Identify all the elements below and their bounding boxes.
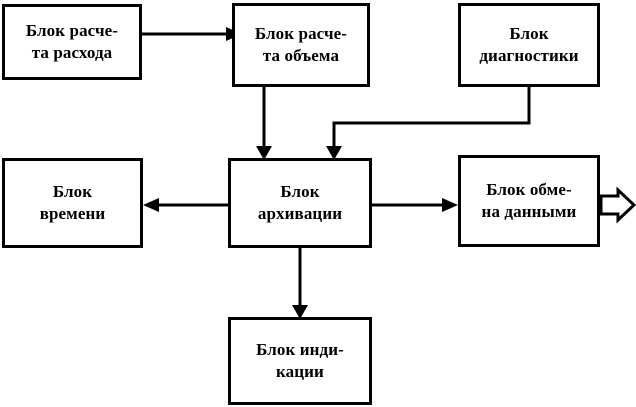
block-diagnostics-label: Блок диагностики [479,24,579,65]
block-volume-calculation[interactable]: Блок расче- та объема [232,3,370,87]
block-time-label: Блок времени [39,182,106,223]
connector-data-exchange-output [599,186,636,224]
block-data-exchange[interactable]: Блок обме- на данными [458,155,600,247]
block-indication[interactable]: Блок инди- кации [228,317,372,405]
block-data-exchange-label: Блок обме- на данными [481,180,577,221]
block-archiving-label: Блок архивации [257,182,343,223]
block-indication-label: Блок инди- кации [256,340,344,381]
connector-flow-to-volume [142,27,242,41]
block-flow-calculation-label: Блок расче- та расхода [25,21,119,62]
connector-volume-to-archiving [256,87,272,160]
block-volume-calculation-label: Блок расче- та объема [254,24,348,65]
block-time[interactable]: Блок времени [2,158,143,248]
block-archiving[interactable]: Блок архивации [228,158,372,248]
block-flow-calculation[interactable]: Блок расче- та расхода [2,4,142,80]
connector-archiving-to-indication [292,248,308,319]
connector-archiving-to-time [143,198,228,212]
connector-archiving-to-data-exchange [372,198,458,212]
block-diagnostics[interactable]: Блок диагностики [458,3,600,87]
connector-diagnostics-to-archiving [326,87,531,160]
